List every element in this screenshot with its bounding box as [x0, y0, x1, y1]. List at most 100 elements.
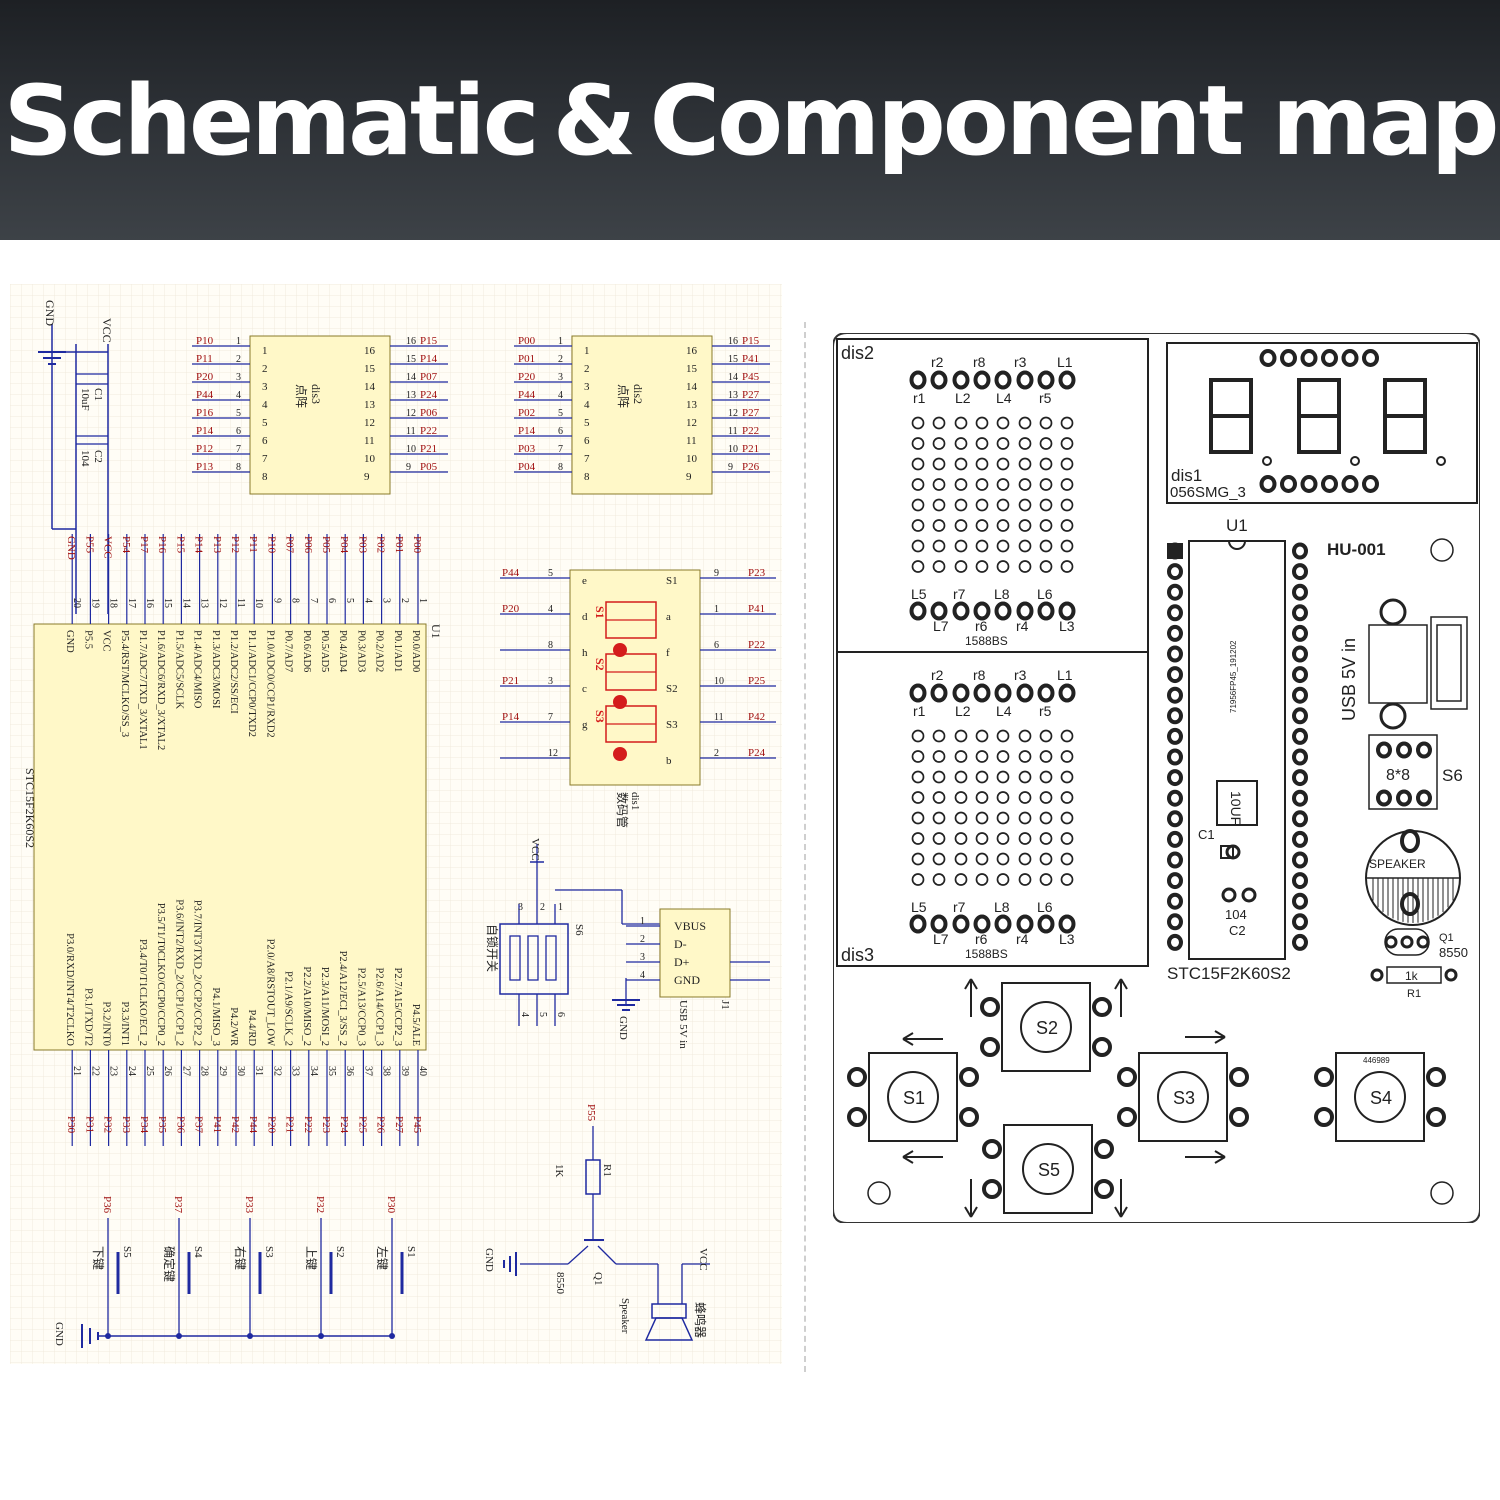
matrix-led: [1018, 498, 1032, 512]
matrix-pin: [1058, 370, 1076, 390]
u1-top-net: P03: [356, 536, 368, 554]
dip-pad: [1292, 933, 1308, 951]
c2-label: C2: [92, 450, 104, 463]
key-net: P30: [385, 1196, 397, 1214]
matrix-led: [996, 852, 1010, 866]
matrix-led: [1060, 832, 1074, 845]
seg-pin: [1259, 349, 1277, 367]
pin-number: 14: [686, 381, 698, 393]
matrix-led: [1018, 437, 1032, 450]
u1-top-pin: P0.5/AD5: [319, 630, 330, 672]
dip-pad-1: [1167, 543, 1183, 559]
usb-pin-name: VBUS: [674, 919, 706, 933]
pcb-dis2-label: dis2: [841, 343, 874, 363]
usb-ref: J1: [719, 1000, 731, 1010]
pin-number: 8: [584, 471, 590, 483]
seg-pin: [1300, 349, 1318, 367]
matrix-led: [975, 416, 989, 430]
matrix-led: [932, 498, 946, 512]
matrix-led: [1060, 437, 1074, 450]
pin-number: 11: [406, 426, 416, 437]
u1-top-pin: P0.7/AD7: [283, 630, 294, 672]
pin-name: g: [582, 719, 588, 731]
pin-number: 14: [364, 381, 376, 393]
seg-dp: [1350, 456, 1360, 466]
pin-number: 5: [558, 408, 563, 419]
matrix-led: [954, 416, 968, 430]
net-label: P15: [742, 335, 760, 347]
net-label: P16: [196, 407, 214, 419]
button-label: S3: [1173, 1088, 1195, 1108]
matrix-led: [1018, 560, 1032, 573]
matrix-led: [996, 873, 1010, 886]
digit-label: S1: [593, 606, 607, 619]
u1-top-num: 20: [71, 598, 82, 608]
pin-number: 8: [548, 640, 553, 651]
matrix-led: [954, 539, 968, 553]
matrix-pin: [1058, 683, 1076, 703]
digit-label: S3: [593, 710, 607, 723]
matrix-led: [1018, 457, 1032, 471]
u1-bottom-pin: P2.7/A15/CCP2_3: [392, 968, 403, 1046]
usb-desc: USB 5V in: [677, 1000, 689, 1049]
s4-code: 446989: [1363, 1056, 1390, 1065]
pin-name: S1: [666, 575, 678, 587]
u1-bottom-num: 39: [399, 1066, 410, 1076]
dip-pad: [1167, 645, 1183, 663]
button-pad: [1092, 997, 1112, 1017]
s6-pad: [1396, 741, 1412, 759]
key-ref: S3: [263, 1246, 275, 1258]
pcb-usb-label: USB 5V in: [1339, 638, 1359, 721]
net-label: P14: [420, 353, 438, 365]
matrix-pin-label: r5: [1039, 390, 1052, 406]
pin-number: 3: [548, 676, 553, 687]
net-label: P01: [518, 353, 535, 365]
matrix-pin-label: L7: [933, 931, 949, 947]
dip-pad: [1292, 789, 1308, 807]
dip-pad: [1167, 666, 1183, 684]
matrix-pin-label: L5: [911, 586, 927, 602]
net-label: P10: [196, 335, 214, 347]
pin-number: 16: [406, 336, 416, 347]
matrix-led: [1060, 811, 1074, 825]
pin-number: 12: [364, 417, 375, 429]
matrix-led: [932, 560, 946, 573]
net-label: P12: [196, 443, 213, 455]
power-section: GND VCC C1 10uF C2 104: [38, 300, 114, 614]
button-pad: [1092, 1037, 1112, 1057]
net-label: P04: [518, 461, 536, 473]
pin-name: S3: [666, 719, 678, 731]
pin-number: 3: [584, 381, 590, 393]
u1-top-pin: P0.6/AD6: [301, 630, 312, 672]
pin-number: 2: [584, 363, 590, 375]
matrix-pin: [1016, 683, 1034, 703]
pcb-s6-label: S6: [1442, 766, 1463, 785]
net-label: P21: [742, 443, 759, 455]
matrix-led: [911, 832, 925, 845]
matrix-led: [975, 852, 989, 866]
u1-top-pin: P5.5: [82, 630, 93, 649]
dip-pad: [1167, 563, 1183, 581]
matrix-pin: [1058, 914, 1076, 934]
pin-name: f: [666, 647, 670, 659]
net-label: P41: [742, 353, 759, 365]
pin-number: 10: [728, 444, 738, 455]
u1-bottom-num: 32: [271, 1066, 282, 1076]
matrix-pin-label: r8: [973, 667, 986, 683]
u1-bottom-net: P26: [375, 1116, 387, 1134]
matrix-led: [975, 560, 989, 573]
net-label: P44: [502, 567, 520, 579]
dip-pad: [1292, 604, 1308, 622]
u1-top-num: 3: [381, 598, 392, 603]
seg-digit: [1209, 414, 1253, 454]
button-pad: [982, 1179, 1002, 1199]
matrix-led: [954, 519, 968, 532]
pin-number: 13: [728, 390, 738, 401]
matrix-pin: [973, 601, 991, 621]
matrix-pin: [909, 914, 927, 934]
u1-top-net: P12: [229, 536, 241, 553]
u1-top-net: P16: [156, 536, 168, 554]
matrix-led: [911, 770, 925, 784]
pcb-s6-body: 8*8: [1386, 767, 1410, 784]
